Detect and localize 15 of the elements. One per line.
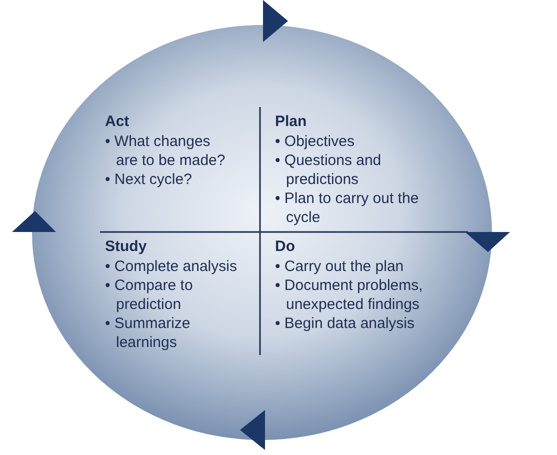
quadrant-heading: Plan bbox=[275, 112, 307, 131]
bullet-item: • Questions and predictions bbox=[275, 151, 382, 189]
bullet-item: • Plan to carry out the cycle bbox=[275, 189, 420, 227]
quadrant-heading: Study bbox=[105, 237, 147, 256]
quadrant-heading: Act bbox=[105, 112, 130, 131]
bullet-item: • What changes are to be made? bbox=[105, 132, 226, 170]
bullet-item: • Complete analysis bbox=[105, 257, 238, 276]
bullet-item: • Compare to prediction bbox=[105, 276, 194, 314]
bullet-item: • Objectives bbox=[275, 132, 356, 151]
bullet-item: • Document problems, unexpected findings bbox=[275, 276, 424, 314]
bullet-item: • Begin data analysis bbox=[275, 314, 416, 333]
bullet-item: • Summarize learnings bbox=[105, 314, 192, 352]
bullet-item: • Next cycle? bbox=[105, 170, 193, 189]
bullet-item: • Carry out the plan bbox=[275, 257, 405, 276]
quadrant-heading: Do bbox=[275, 237, 295, 256]
